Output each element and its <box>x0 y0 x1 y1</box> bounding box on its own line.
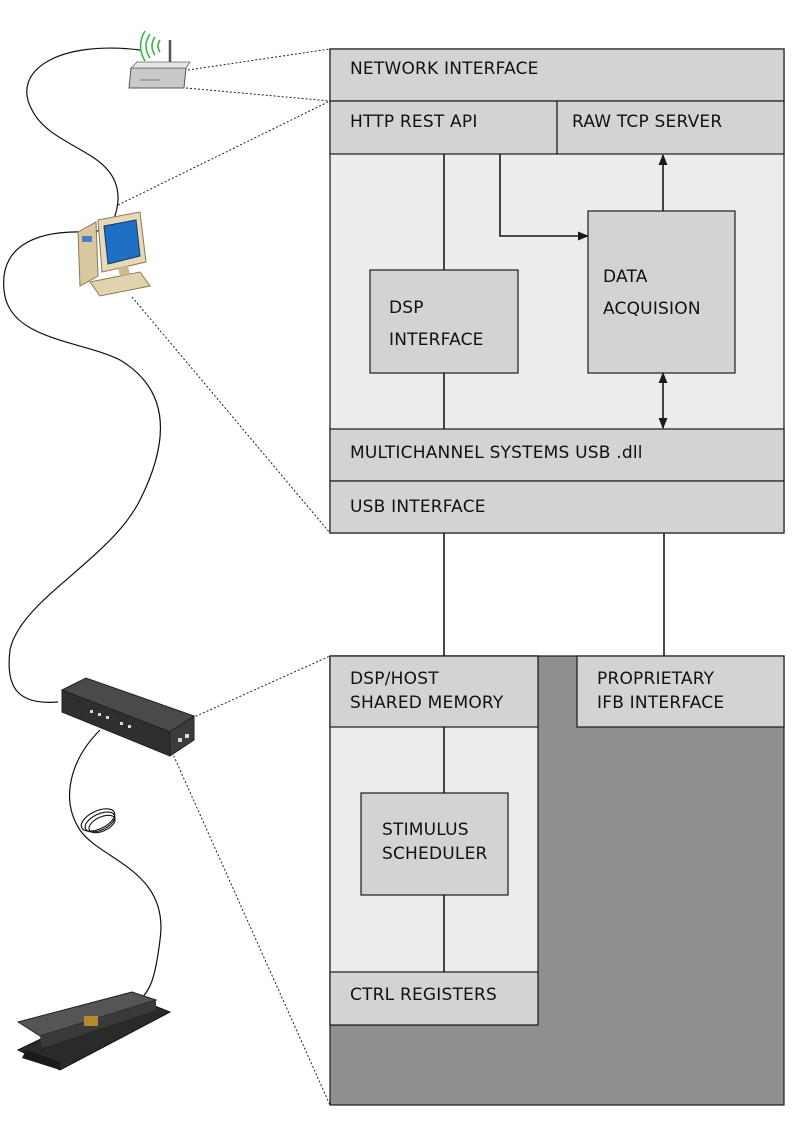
raw-tcp-server-label: RAW TCP SERVER <box>572 112 723 132</box>
usb-interface-box-icon <box>60 677 196 757</box>
ifb-interface-box <box>576 655 785 728</box>
http-rest-api-label: HTTP REST API <box>350 112 478 132</box>
network-interface-label: NETWORK INTERFACE <box>350 59 539 79</box>
stimulus-scheduler-label: STIMULUS SCHEDULER <box>382 820 488 864</box>
network-interface-box <box>329 48 785 102</box>
shared-memory-label: DSP/HOST SHARED MEMORY <box>350 669 504 713</box>
cable-line-lower <box>69 729 162 1001</box>
stimulus-scheduler-box <box>360 792 509 896</box>
device-firmware-block <box>329 655 785 1106</box>
desktop-computer-icon <box>77 211 151 297</box>
data-acquisition-label: DATA ACQUISION <box>603 267 701 319</box>
ifb-interface-label: PROPRIETARY IFB INTERFACE <box>597 669 725 713</box>
host-software-block <box>329 48 785 534</box>
cable-coil <box>80 808 116 834</box>
wifi-router-icon <box>128 30 191 89</box>
dsp-interface-label: DSP INTERFACE <box>389 298 484 350</box>
usb-interface-label: USB INTERFACE <box>350 497 486 517</box>
cable-line <box>3 47 162 703</box>
dotted-connectors <box>117 48 331 1106</box>
multichannel-dll-box <box>329 428 785 482</box>
usb-interface-layer-box <box>329 480 785 534</box>
ctrl-registers-label: CTRL REGISTERS <box>350 985 498 1005</box>
stimulator-device-icon <box>16 991 172 1071</box>
ctrl-registers-box <box>329 971 539 1026</box>
raw-tcp-server-box <box>556 100 785 155</box>
shared-memory-box <box>329 655 539 728</box>
multichannel-dll-label: MULTICHANNEL SYSTEMS USB .dll <box>350 443 643 463</box>
